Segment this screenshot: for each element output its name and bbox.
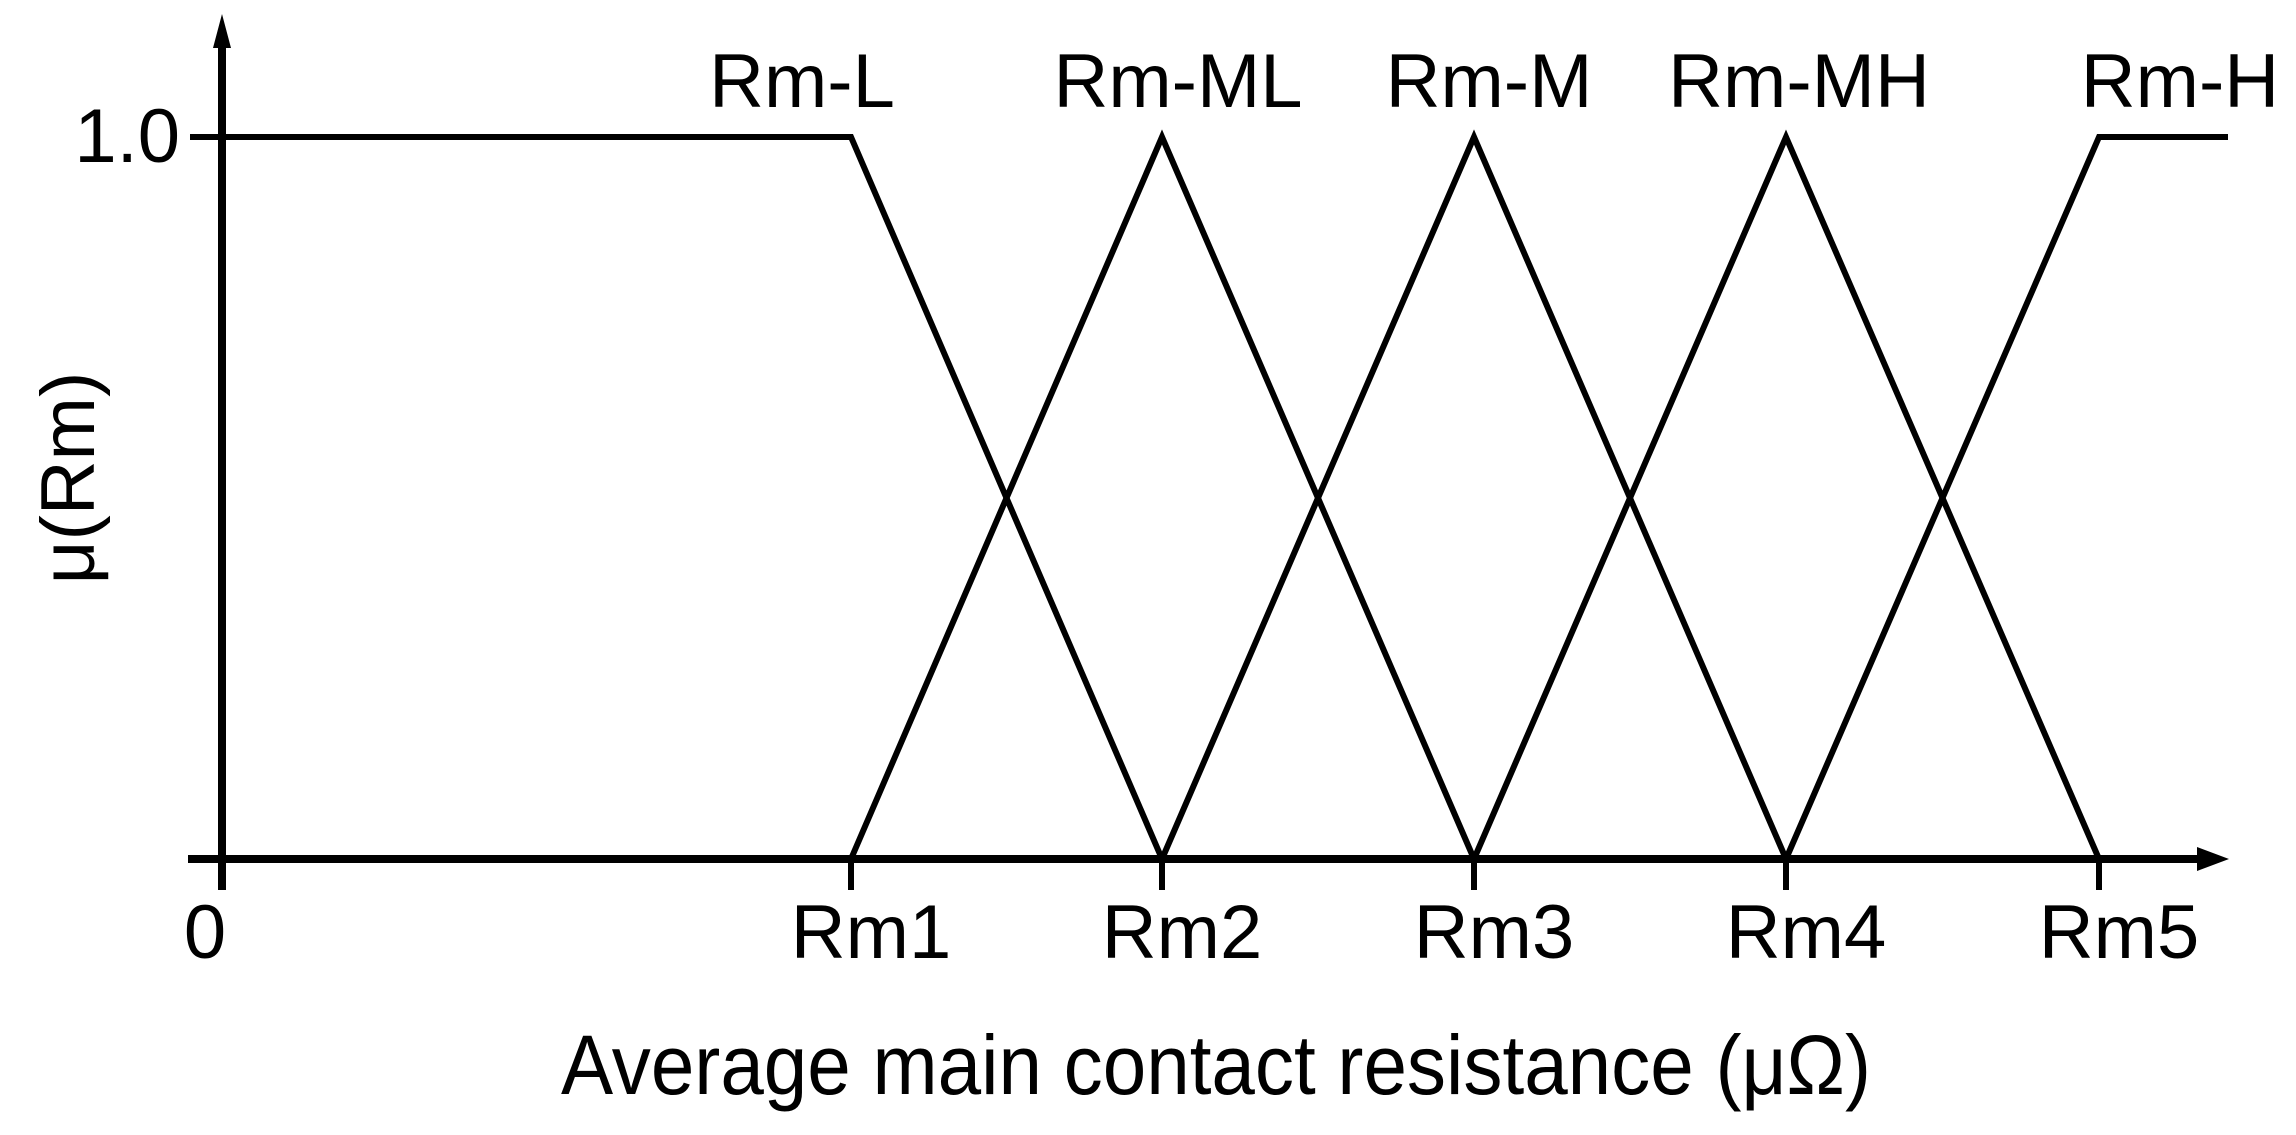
curve-rm-ml: [848, 129, 1477, 861]
curve-rm-l: [190, 134, 1165, 861]
y-axis-arrow-icon: [213, 14, 231, 48]
x-tick-label-rm1: Rm1: [791, 890, 951, 975]
x-tick-label-rm4: Rm4: [1726, 890, 1886, 975]
curve-label-rm-h: Rm-H: [2081, 39, 2279, 124]
curve-rm-m: [1159, 129, 1789, 861]
x-tick-label-rm3: Rm3: [1414, 890, 1574, 975]
curve-rm-mh: [1471, 129, 2102, 861]
x-axis-arrow-icon: [2197, 847, 2229, 871]
curve-label-rm-l: Rm-L: [709, 39, 895, 124]
curve-label-rm-m: Rm-M: [1386, 39, 1593, 124]
y-tick-label: 1.0: [74, 94, 180, 179]
x-tick-label-rm2: Rm2: [1102, 890, 1262, 975]
x-tick-label-rm5: Rm5: [2039, 890, 2199, 975]
curve-rm-h: [1783, 134, 2228, 861]
curve-label-rm-ml: Rm-ML: [1053, 39, 1302, 124]
origin-label: 0: [184, 890, 226, 975]
x-axis-title: Average main contact resistance (μΩ): [561, 1018, 1871, 1112]
y-axis-title: μ(Rm): [26, 372, 111, 585]
curve-label-rm-mh: Rm-MH: [1668, 39, 1930, 124]
